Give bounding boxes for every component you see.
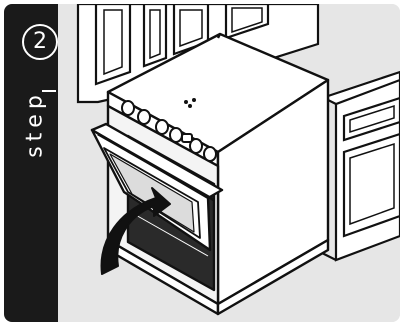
oven-illustration bbox=[58, 4, 400, 322]
step-sidebar: 2 step bbox=[4, 4, 58, 322]
step-label: step bbox=[23, 90, 48, 158]
step-number-badge: 2 bbox=[22, 24, 58, 60]
step-number: 2 bbox=[33, 31, 47, 53]
